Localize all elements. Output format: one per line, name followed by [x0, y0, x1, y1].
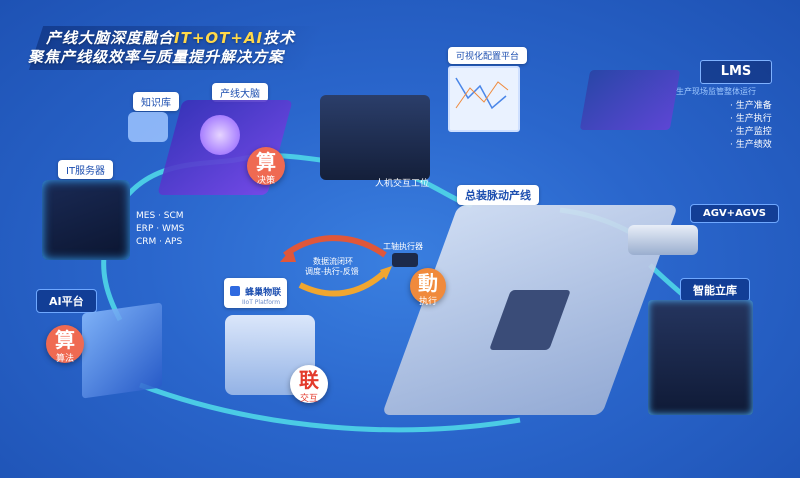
algorithm-badge: 算算法: [46, 325, 84, 364]
station-executor-icon: [392, 253, 418, 267]
decide-badge: 算决策: [247, 147, 285, 186]
iot-platform-name: 蜂巢物联: [245, 288, 282, 298]
station-executor-label: 工轴执行器: [383, 242, 423, 251]
visual-platform-screen: [448, 66, 520, 132]
visual-platform-label: 可视化配置平台: [448, 47, 528, 64]
lms-description: 生产现场监管整体运行: [676, 87, 756, 96]
hmi-station-label: 人机交互工位: [375, 179, 430, 189]
closed-loop-text-2: 调度-执行-反馈: [305, 267, 359, 276]
connect-badge: 联交互: [290, 365, 328, 404]
production-brain-label: 产线大脑: [212, 83, 268, 102]
agv-label: AGV+AGVS: [690, 204, 779, 223]
config-chart-icon: [455, 77, 509, 110]
ai-platform-label: AI平台: [36, 289, 97, 313]
iot-platform-en: IIoT Platform: [242, 299, 281, 306]
warehouse-rack-icon: [648, 300, 753, 415]
knowledge-base-icon: [128, 112, 168, 142]
iot-platform-badge: 蜂巢物联 IIoT Platform: [224, 278, 288, 308]
it-systems-list: MES · SCM ERP · WMS CRM · APS: [136, 211, 185, 247]
execute-badge: 動执行: [410, 268, 446, 307]
hmi-station-icon: [320, 95, 430, 180]
title-line-2: 聚焦产线级效率与质量提升解决方案: [28, 48, 285, 66]
title-line-1: 产线大脑深度融合IT+OT+AI技术: [46, 29, 296, 47]
ai-cube-icon: [82, 302, 162, 399]
it-server-label: IT服务器: [58, 160, 114, 179]
assembly-line-label: 总装脉动产线: [457, 185, 539, 205]
it-server-icon: [42, 180, 130, 260]
lms-function-list: · 生产准备 · 生产执行 · 生产监控 · 生产绩效: [730, 101, 772, 150]
agv-vehicle-icon: [628, 225, 698, 255]
closed-loop-text-1: 数据流闭环: [313, 257, 353, 266]
lms-screen-icon: [579, 70, 681, 130]
knowledge-base-label: 知识库: [133, 92, 179, 111]
smart-warehouse-label: 智能立库: [680, 278, 750, 302]
hive-icon: [230, 285, 240, 296]
lms-title-box: LMS: [700, 60, 772, 84]
brain-icon: [200, 115, 240, 155]
